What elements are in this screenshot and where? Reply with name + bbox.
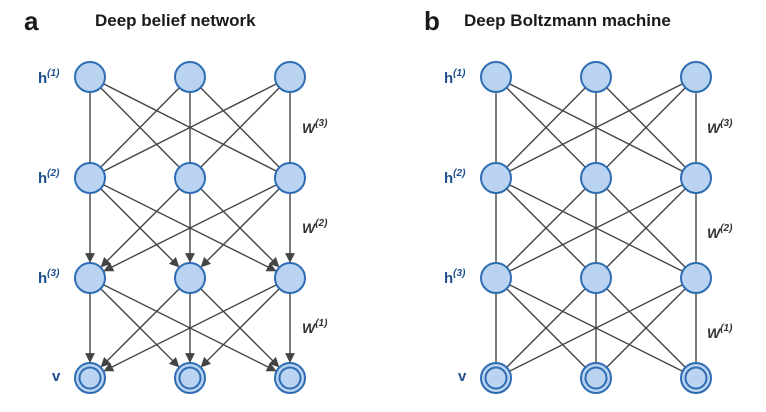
- panel-b-weight-w1-label: W(1): [707, 323, 733, 341]
- panel-b-weight-w2-label: W(2): [707, 223, 733, 241]
- panel-b-edge-h2-1-to-h3-0: [506, 188, 586, 268]
- panel-b-edge-h1-2-to-h2-0: [509, 83, 683, 172]
- panel-b-node-h2-0: [480, 162, 512, 194]
- panel-b-node-h3-2: [680, 262, 712, 294]
- panel-a-node-h2-2: [274, 162, 306, 194]
- edges-layer: [85, 83, 697, 372]
- panel-b-edge-h3-2-to-v-1: [606, 288, 686, 368]
- panel-a-node-h2-1: [174, 162, 206, 194]
- panel-b-edge-h1-2-to-h2-1: [606, 87, 686, 168]
- panel-a-weight-w3-label: W(3): [302, 118, 328, 136]
- panel-a-weight-w2-label: W(2): [302, 218, 328, 236]
- panel-b-letter: b: [424, 6, 440, 36]
- panel-b-node-h2-1: [580, 162, 612, 194]
- panel-a-node-h2-0: [74, 162, 106, 194]
- panel-a-node-v-2-inner-ring: [278, 366, 302, 390]
- panel-a-node-h3-0: [74, 262, 106, 294]
- panel-a-edge-h2-1-to-h3-0: [100, 188, 180, 268]
- panel-b-edge-h2-2-to-h3-0: [509, 184, 683, 272]
- panel-a-edge-h3-2-to-v-1: [200, 288, 280, 368]
- panel-b-title: Deep Boltzmann machine: [464, 11, 671, 30]
- panel-a-node-h1-0: [74, 61, 106, 93]
- panel-a-title: Deep belief network: [95, 11, 256, 30]
- panel-a-letter: a: [24, 6, 39, 36]
- panel-b-layer-h2-label: h(2): [444, 168, 466, 187]
- panel-b-edge-h3-1-to-v-0: [506, 288, 586, 368]
- panel-a-edge-h1-2-to-h2-1: [200, 87, 280, 168]
- panel-a-edge-h2-2-to-h3-1: [200, 188, 280, 268]
- panel-b-node-h2-2: [680, 162, 712, 194]
- panel-b-node-v-0-inner-ring: [484, 366, 508, 390]
- panel-b-edge-h1-1-to-h2-0: [506, 87, 586, 168]
- panel-a-node-v-0-inner-ring: [78, 366, 102, 390]
- panel-b-node-h3-0: [480, 262, 512, 294]
- panel-b-layer-h1-label: h(1): [444, 68, 466, 87]
- panel-a-node-h1-1: [174, 61, 206, 93]
- panel-a-layer-v-label: v: [52, 368, 61, 385]
- panel-b-node-h1-0: [480, 61, 512, 93]
- panel-b-node-h3-1: [580, 262, 612, 294]
- panel-b-node-v-2-inner-ring: [684, 366, 708, 390]
- panel-b-edge-h2-2-to-h3-1: [606, 188, 686, 268]
- panel-a-node-h3-1: [174, 262, 206, 294]
- panel-a-edge-h1-2-to-h2-0: [103, 83, 277, 172]
- panel-b-edge-h3-2-to-v-0: [509, 284, 683, 372]
- panel-a-layer-h2-label: h(2): [38, 168, 60, 187]
- panel-a-edge-h3-1-to-v-0: [100, 288, 180, 368]
- panel-a-node-v-1-inner-ring: [178, 366, 202, 390]
- panel-a-edge-h2-2-to-h3-0: [103, 184, 277, 272]
- panel-a-edge-h1-1-to-h2-0: [100, 87, 180, 168]
- panel-b-layer-v-label: v: [458, 368, 467, 385]
- panel-a-node-h3-2: [274, 262, 306, 294]
- panel-a-weight-w1-label: W(1): [302, 318, 328, 336]
- panel-b-node-h1-1: [580, 61, 612, 93]
- panel-b-node-h1-2: [680, 61, 712, 93]
- panel-a-layer-h1-label: h(1): [38, 68, 60, 87]
- panel-a-layer-h3-label: h(3): [38, 268, 60, 287]
- panel-a-edge-h3-2-to-v-0: [103, 284, 277, 372]
- panel-a-node-h1-2: [274, 61, 306, 93]
- nodes-layer: [74, 61, 712, 394]
- panel-b-weight-w3-label: W(3): [707, 118, 733, 136]
- panel-b-node-v-1-inner-ring: [584, 366, 608, 390]
- panel-b-layer-h3-label: h(3): [444, 268, 466, 287]
